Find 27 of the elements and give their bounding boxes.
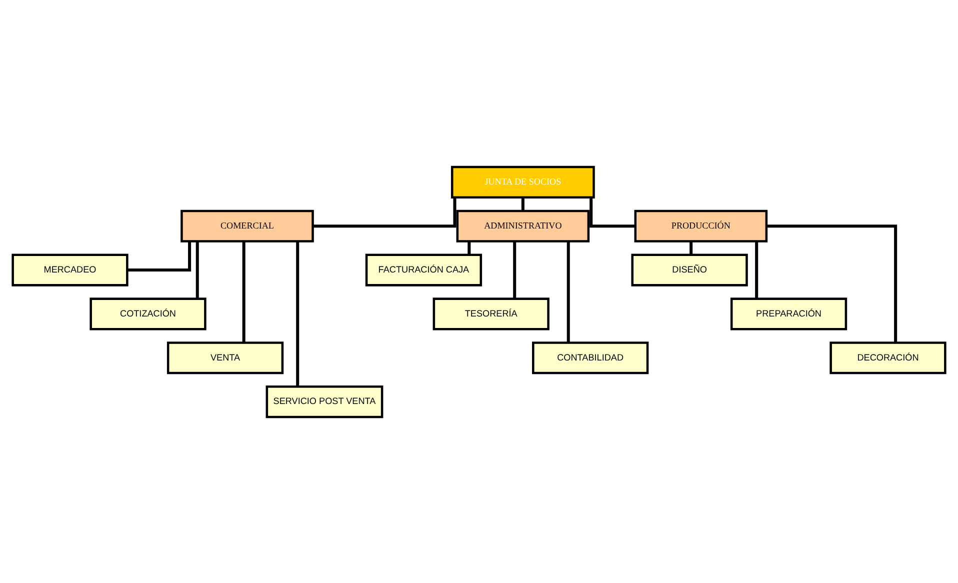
- connector: [513, 240, 516, 298]
- connector: [590, 197, 636, 228]
- node-box: MERCADEO: [12, 253, 128, 286]
- node-box: CONTABILIDAD: [532, 341, 649, 374]
- node-box: PRODUCCIÓN: [634, 209, 768, 242]
- node-box: COTIZACIÓN: [90, 297, 206, 330]
- connector: [521, 197, 524, 210]
- connector: [690, 240, 693, 254]
- node-box: VENTA: [166, 341, 284, 374]
- connector: [312, 197, 456, 228]
- connector: [468, 240, 471, 254]
- node-box: DECORACIÓN: [830, 341, 946, 374]
- node-box: PREPARACIÓN: [730, 297, 848, 330]
- connector: [127, 240, 192, 272]
- connector: [296, 240, 300, 386]
- connector: [566, 240, 570, 342]
- node-box: JUNTA DE SOCIOS: [450, 165, 595, 198]
- node-box: ADMINISTRATIVO: [456, 209, 590, 242]
- connector: [196, 240, 199, 298]
- connector: [755, 240, 758, 298]
- node-box: SERVICIO POST VENTA: [266, 385, 384, 418]
- node-box: COMERCIAL: [180, 209, 314, 242]
- node-box: TESORERÍA: [432, 297, 550, 330]
- connector: [766, 224, 898, 342]
- connector: [242, 240, 246, 342]
- node-box: FACTURACIÓN CAJA: [365, 253, 482, 286]
- node-box: DISEÑO: [631, 253, 748, 286]
